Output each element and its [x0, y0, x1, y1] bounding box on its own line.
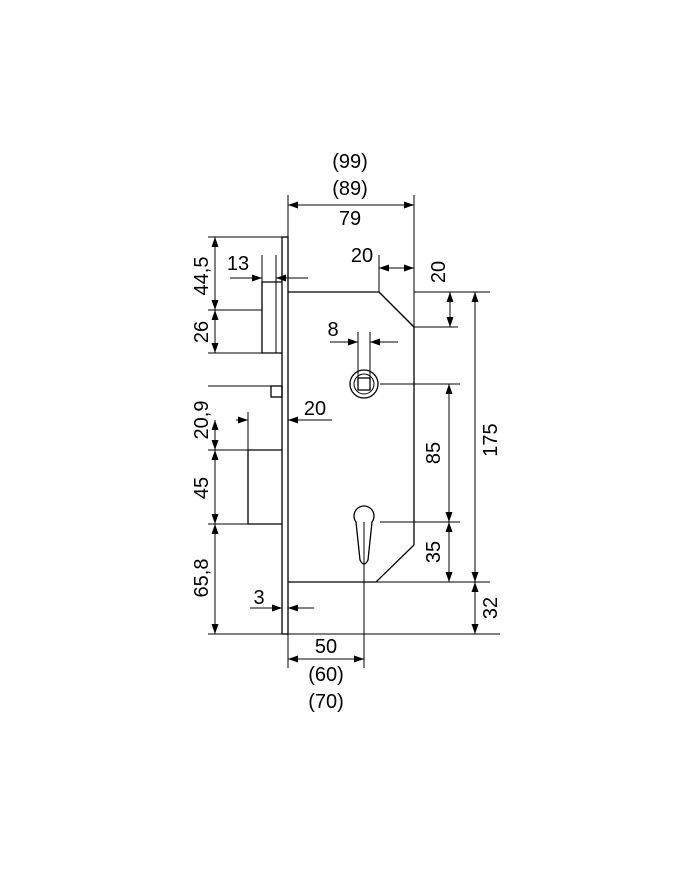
label-case-height: 175 [480, 423, 502, 456]
faceplate [215, 236, 289, 635]
cylinder-hole [353, 505, 375, 565]
label-bolt-top-offset: 44,5 [191, 257, 213, 296]
dimension-lines [211, 201, 479, 663]
label-backset-mid: (60) [308, 664, 344, 686]
label-deadbolt-height: 45 [191, 477, 213, 499]
lock-case-body [288, 291, 415, 583]
dimension-labels: (99) (89) 79 13 20 20 8 20 3 50 (60) (70… [191, 151, 502, 713]
label-corner-chamfer-horizontal: 20 [351, 245, 373, 267]
label-top-width-mid: (89) [332, 178, 368, 200]
label-backset-inner: 50 [315, 636, 337, 658]
label-deadbolt-top: 20,9 [191, 401, 213, 440]
label-faceplate-thickness: 3 [253, 587, 264, 609]
label-top-width-inner: 79 [339, 208, 361, 230]
label-corner-chamfer-vertical: 20 [428, 261, 450, 283]
label-cylinder-to-bottom: 35 [423, 541, 445, 563]
label-bottom-extension: 32 [480, 597, 502, 619]
label-follower-square: 8 [327, 319, 338, 341]
latch-bolt [261, 281, 282, 354]
label-latch-offset: 13 [227, 253, 249, 275]
label-top-width-outer: (99) [332, 151, 368, 173]
label-bottom-offset: 65,8 [191, 559, 213, 598]
label-distance-centres: 85 [423, 442, 445, 464]
label-backset-outer: (70) [308, 691, 344, 713]
follower-hub [349, 369, 379, 399]
deadbolt [247, 449, 282, 525]
auxiliary-latch [270, 385, 283, 398]
label-deadbolt-projection: 20 [304, 398, 326, 420]
label-latch-height: 26 [191, 321, 213, 343]
